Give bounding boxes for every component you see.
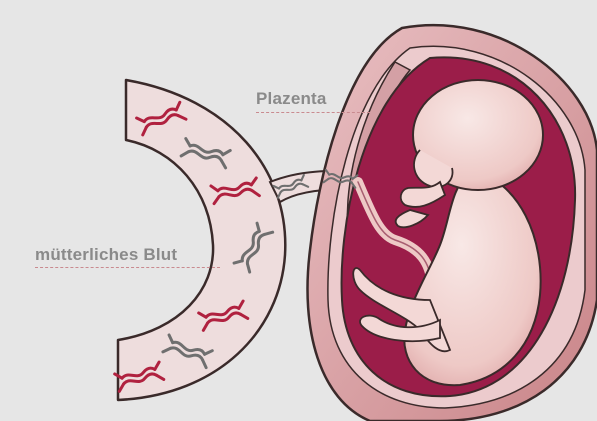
label-maternal-blood: mütterliches Blut <box>35 245 177 265</box>
placenta-leader-line <box>256 112 370 113</box>
label-placenta: Plazenta <box>256 89 327 109</box>
maternal-blood-leader-line <box>35 267 220 268</box>
